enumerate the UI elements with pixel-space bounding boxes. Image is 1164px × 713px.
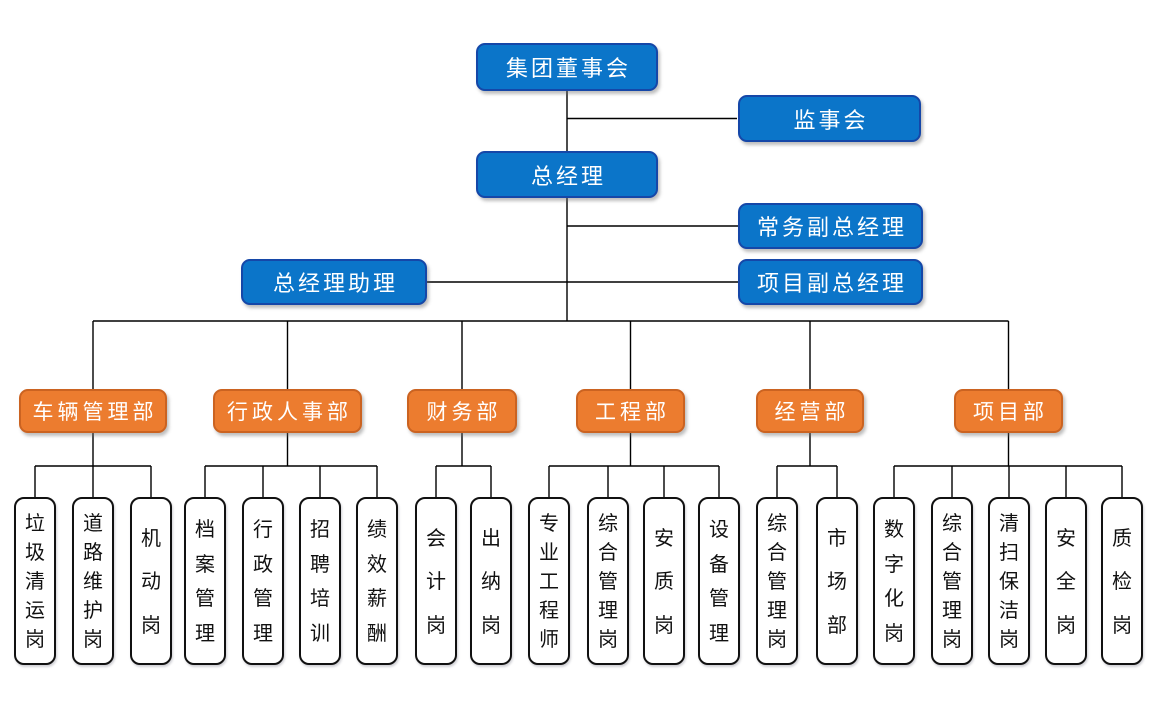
post-5-1: 综合管理岗 xyxy=(931,497,973,665)
post-2-1: 出纳岗 xyxy=(470,497,512,665)
post-3-3: 设备管理 xyxy=(698,497,740,665)
post-3-2: 安质岗 xyxy=(643,497,685,665)
post-0-2: 机动岗 xyxy=(130,497,172,665)
post-5-2: 清扫保洁岗 xyxy=(988,497,1030,665)
node-general-manager: 总经理 xyxy=(476,151,658,198)
post-2-0: 会计岗 xyxy=(415,497,457,665)
post-0-0: 垃圾清运岗 xyxy=(14,497,56,665)
node-gm-assistant: 总经理助理 xyxy=(241,259,427,305)
dept-vehicle-management: 车辆管理部 xyxy=(19,389,167,433)
post-1-1: 行政管理 xyxy=(242,497,284,665)
dept-admin-hr: 行政人事部 xyxy=(213,389,362,433)
post-5-0: 数字化岗 xyxy=(873,497,915,665)
dept-finance: 财务部 xyxy=(407,389,517,433)
dept-operations: 经营部 xyxy=(756,389,864,433)
dept-project: 项目部 xyxy=(954,389,1063,433)
node-project-deputy-gm: 项目副总经理 xyxy=(738,259,923,305)
post-1-2: 招聘培训 xyxy=(299,497,341,665)
post-4-0: 综合管理岗 xyxy=(756,497,798,665)
post-0-1: 道路维护岗 xyxy=(72,497,114,665)
node-executive-deputy-gm: 常务副总经理 xyxy=(738,203,923,249)
post-3-1: 综合管理岗 xyxy=(587,497,629,665)
post-3-0: 专业工程师 xyxy=(528,497,570,665)
post-1-3: 绩效薪酬 xyxy=(356,497,398,665)
post-1-0: 档案管理 xyxy=(184,497,226,665)
post-5-3: 安全岗 xyxy=(1045,497,1087,665)
dept-engineering: 工程部 xyxy=(576,389,685,433)
node-supervisory-board: 监事会 xyxy=(738,95,921,142)
post-4-1: 市场部 xyxy=(816,497,858,665)
post-5-4: 质检岗 xyxy=(1101,497,1143,665)
node-board-of-directors: 集团董事会 xyxy=(476,43,658,91)
